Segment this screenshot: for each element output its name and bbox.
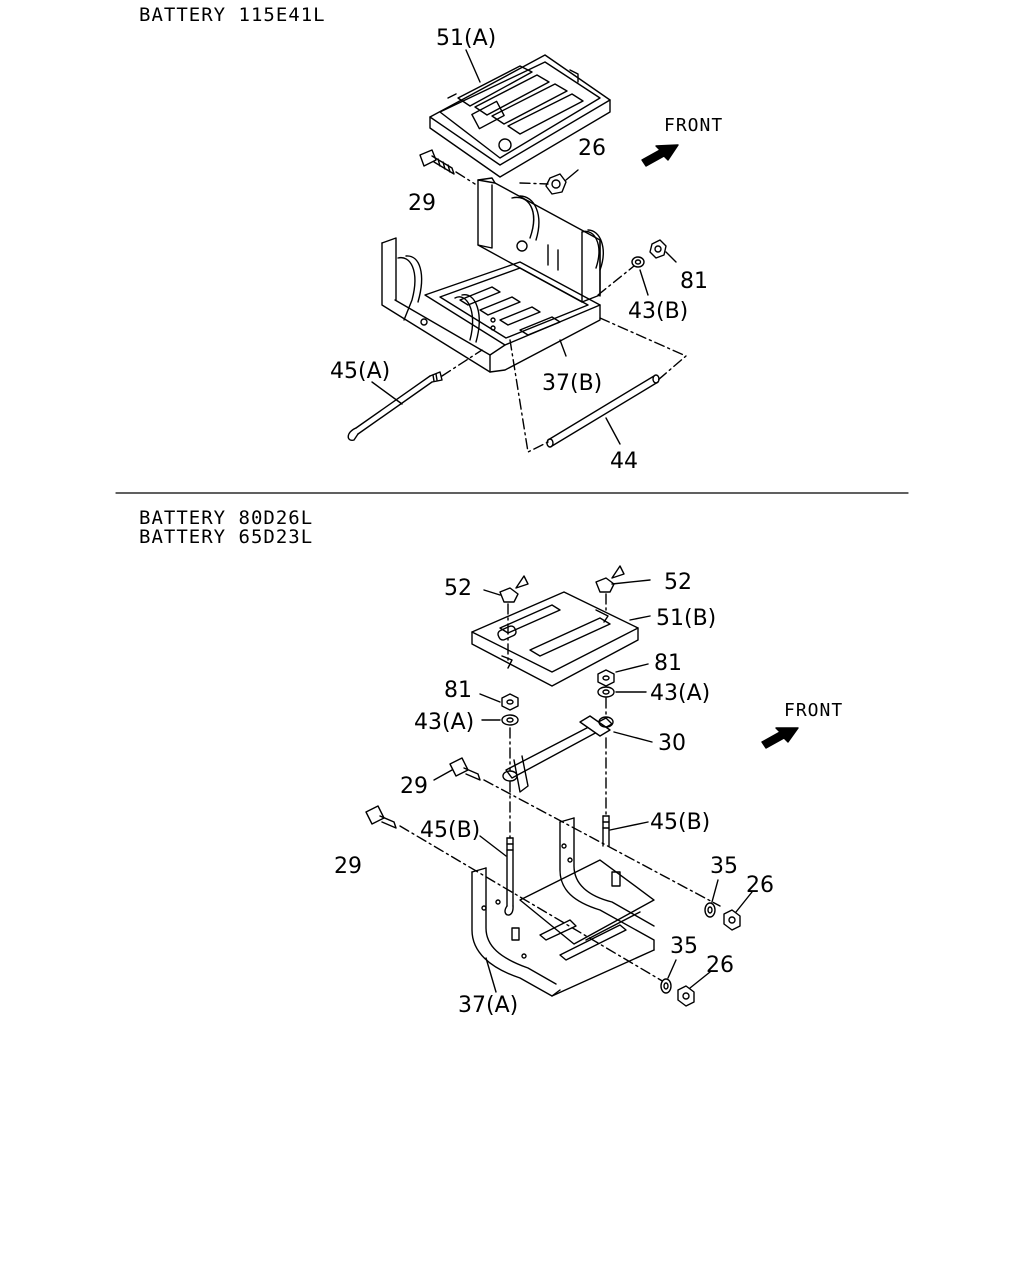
bolt-29-top [419,149,455,175]
callout-43a-left: 43(A) [414,710,474,735]
header-battery-80d26l: BATTERY 80D26L [139,507,314,529]
clamp-bracket-30 [502,715,614,793]
hook-rod-45a [347,371,443,441]
callout-43b: 43(B) [628,299,688,324]
callout-81-left: 81 [444,678,472,703]
nut-81-top [649,239,667,259]
callout-35-a: 35 [710,854,738,879]
washer-35-b [660,978,672,994]
washer-35-a [704,902,716,918]
battery-cover-51a [429,54,611,178]
nut-26-top [545,173,567,195]
callout-45b-right: 45(B) [650,810,710,835]
washer-43a-right [597,686,615,698]
nut-81-left [501,693,519,711]
callout-43a-right: 43(A) [650,681,710,706]
nut-26-b [677,985,695,1007]
j-rod-45b-right [602,815,610,847]
callout-37a: 37(A) [458,993,518,1018]
front-label-top: FRONT [664,115,723,136]
callout-29-b: 29 [334,854,362,879]
nut-81-right [597,669,615,687]
bolt-29-bottom-a [449,757,481,781]
front-arrow-bottom [761,727,799,749]
callout-81: 81 [680,269,708,294]
wing-nut-52-left [499,575,529,603]
wing-nut-52-right [595,565,625,593]
callout-81-right: 81 [654,651,682,676]
bolt-29-bottom-b [365,805,397,829]
front-arrow-top [641,144,679,167]
callout-52-right: 52 [664,570,692,595]
callout-37b: 37(B) [542,371,602,396]
nut-26-a [723,909,741,931]
callout-45b-left: 45(B) [420,818,480,843]
front-label-bottom: FRONT [784,700,843,721]
j-rod-45b-left [504,837,514,916]
washer-43b-top [631,256,645,268]
callout-44: 44 [610,449,638,474]
header-battery-65d23l: BATTERY 65D23L [139,526,314,548]
callout-35-b: 35 [670,934,698,959]
callout-52-left: 52 [444,576,472,601]
washer-43a-left [501,714,519,726]
battery-tray-37b [381,177,604,373]
callout-26-a: 26 [746,873,774,898]
callout-26: 26 [578,136,606,161]
callout-29: 29 [408,191,436,216]
callout-51a: 51(A) [436,26,496,51]
callout-51b: 51(B) [656,606,716,631]
callout-29-a: 29 [400,774,428,799]
battery-tray-37a [471,817,655,997]
callout-45a: 45(A) [330,359,390,384]
callout-30: 30 [658,731,686,756]
callout-26-b: 26 [706,953,734,978]
battery-cover-51b [471,591,639,687]
header-battery-115e41l: BATTERY 115E41L [139,4,326,26]
